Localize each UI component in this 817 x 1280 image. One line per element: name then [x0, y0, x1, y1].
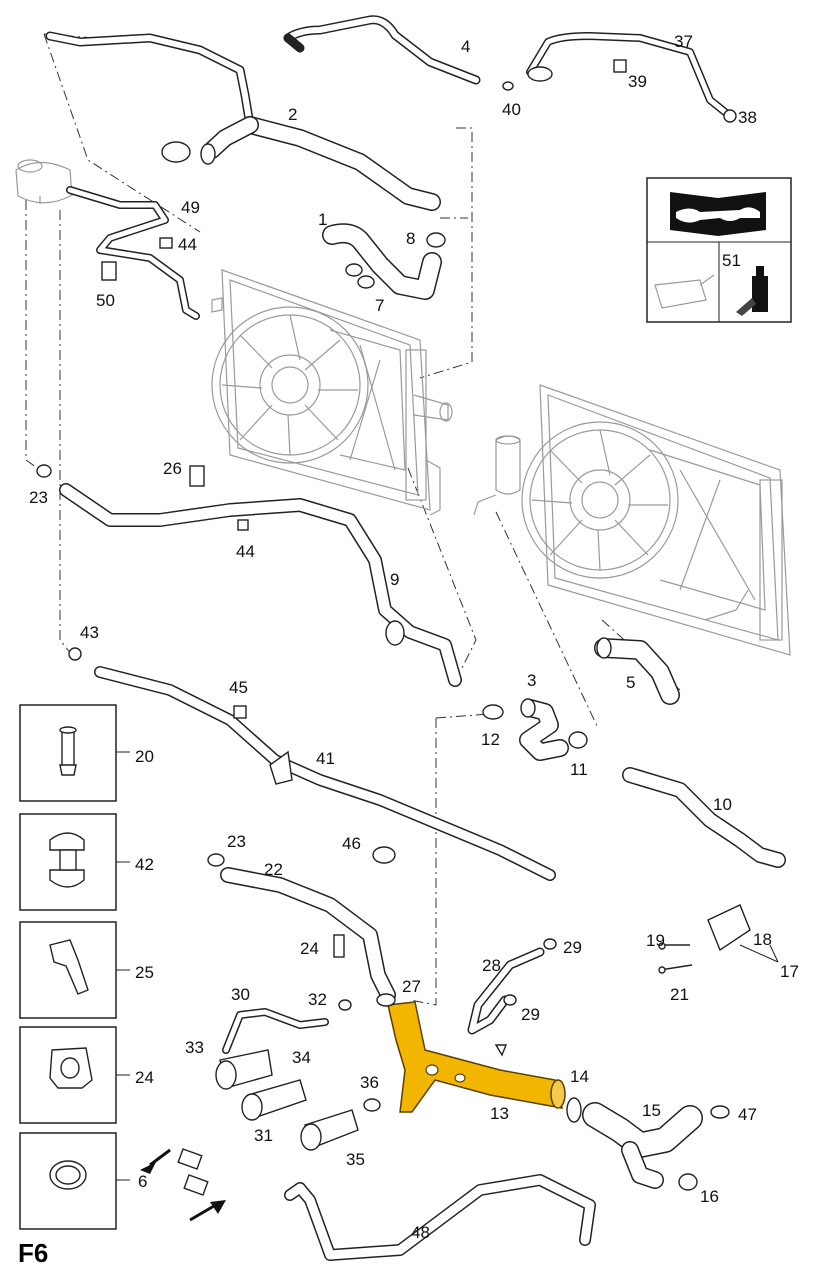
hose-part-5 — [594, 637, 680, 705]
coolant-reservoir — [15, 159, 73, 204]
label-leaders — [112, 751, 779, 1181]
pump-fittings — [215, 1049, 359, 1151]
part-label: 16 — [700, 1187, 719, 1206]
dashed-guide-lines — [25, 33, 681, 1006]
part-label: 37 — [674, 32, 693, 51]
part-label: 30 — [231, 985, 250, 1004]
part-label: 43 — [80, 623, 99, 642]
part-label: 44 — [178, 235, 197, 254]
part-label: 29 — [521, 1005, 540, 1024]
part-label: 10 — [713, 795, 732, 814]
part-label: 31 — [254, 1126, 273, 1145]
part-label: 33 — [185, 1038, 204, 1057]
part-label: 17 — [780, 962, 799, 981]
legend-box-20 — [19, 704, 117, 802]
part-label: 2 — [288, 105, 297, 124]
part-label: 24 — [135, 1068, 154, 1087]
part-label: 51 — [722, 251, 741, 270]
hose-part-2 — [45, 31, 441, 211]
part-label: 46 — [342, 834, 361, 853]
clamps-and-fittings — [36, 59, 751, 1191]
part-label: 4 — [461, 37, 470, 56]
part-label: 42 — [135, 855, 154, 874]
sheet-label: F6 — [18, 1238, 48, 1268]
grease-tube-icon — [736, 266, 768, 316]
part-label: 22 — [264, 860, 283, 879]
radiator-fan-assembly-upper — [211, 269, 453, 516]
part-label: 7 — [375, 296, 384, 315]
part-label: 3 — [527, 671, 536, 690]
pipe-part-41 — [94, 666, 556, 881]
part-label: 5 — [626, 673, 635, 692]
part-labels: 1 2 3 4 5 6 7 8 9 10 11 12 13 14 15 16 1… — [29, 32, 799, 1242]
workshop-manual-icon — [670, 192, 766, 236]
legend-box-25 — [19, 921, 117, 1019]
hose-part-9 — [59, 483, 462, 687]
part-label: 25 — [135, 963, 154, 982]
part-label: 49 — [181, 198, 200, 217]
part-label: 6 — [138, 1172, 147, 1191]
part-label: 9 — [390, 570, 399, 589]
part-label: 50 — [96, 291, 115, 310]
workshop-info-box — [646, 177, 792, 323]
hose-part-49 — [66, 186, 200, 320]
part-label: 11 — [570, 760, 588, 779]
hose-part-28 — [467, 947, 545, 1035]
part-label: 34 — [292, 1048, 311, 1067]
part-label: 41 — [316, 749, 335, 768]
part-label: 36 — [360, 1073, 379, 1092]
part-label: 20 — [135, 747, 154, 766]
legend-box-24 — [19, 1026, 117, 1124]
part-label: 32 — [308, 990, 327, 1009]
legend-box-6 — [19, 1132, 117, 1230]
part-label: 45 — [229, 678, 248, 697]
part-label: 29 — [563, 938, 582, 957]
part-label: 28 — [482, 956, 501, 975]
direction-arrows — [140, 1148, 226, 1222]
part-label: 48 — [411, 1223, 430, 1242]
highlighted-coolant-pipe — [387, 1001, 566, 1113]
part-label: 44 — [236, 542, 255, 561]
hose-part-4 — [283, 15, 481, 85]
part-label: 23 — [29, 488, 48, 507]
part-label: 27 — [402, 977, 421, 996]
part-label: 19 — [646, 931, 665, 950]
part-label: 38 — [738, 108, 757, 127]
part-label: 24 — [300, 939, 319, 958]
hose-part-10 — [622, 767, 786, 868]
hose-part-3 — [519, 698, 569, 761]
part-label: 23 — [227, 832, 246, 851]
part-label: 26 — [163, 459, 182, 478]
hose-part-15 — [582, 1102, 703, 1189]
part-label: 35 — [346, 1150, 365, 1169]
hose-part-37 — [526, 32, 729, 116]
part-label: 47 — [738, 1105, 757, 1124]
part-label: 13 — [490, 1104, 509, 1123]
radiator-fan-assembly-lower — [473, 384, 791, 656]
legend-box-42 — [19, 813, 117, 911]
part-label: 14 — [570, 1067, 589, 1086]
hose-part-22 — [220, 867, 396, 1003]
part-label: 8 — [406, 229, 415, 248]
hose-part-30 — [222, 1008, 329, 1054]
part-label: 15 — [642, 1101, 661, 1120]
part-label: 40 — [502, 100, 521, 119]
part-label: 1 — [318, 210, 327, 229]
part-label: 12 — [481, 730, 500, 749]
hose-part-1 — [322, 223, 442, 300]
part-label: 21 — [670, 985, 689, 1004]
hose-part-48 — [284, 1174, 596, 1261]
part-label: 18 — [753, 930, 772, 949]
oil-can-icon — [654, 274, 715, 309]
part-label: 39 — [628, 72, 647, 91]
